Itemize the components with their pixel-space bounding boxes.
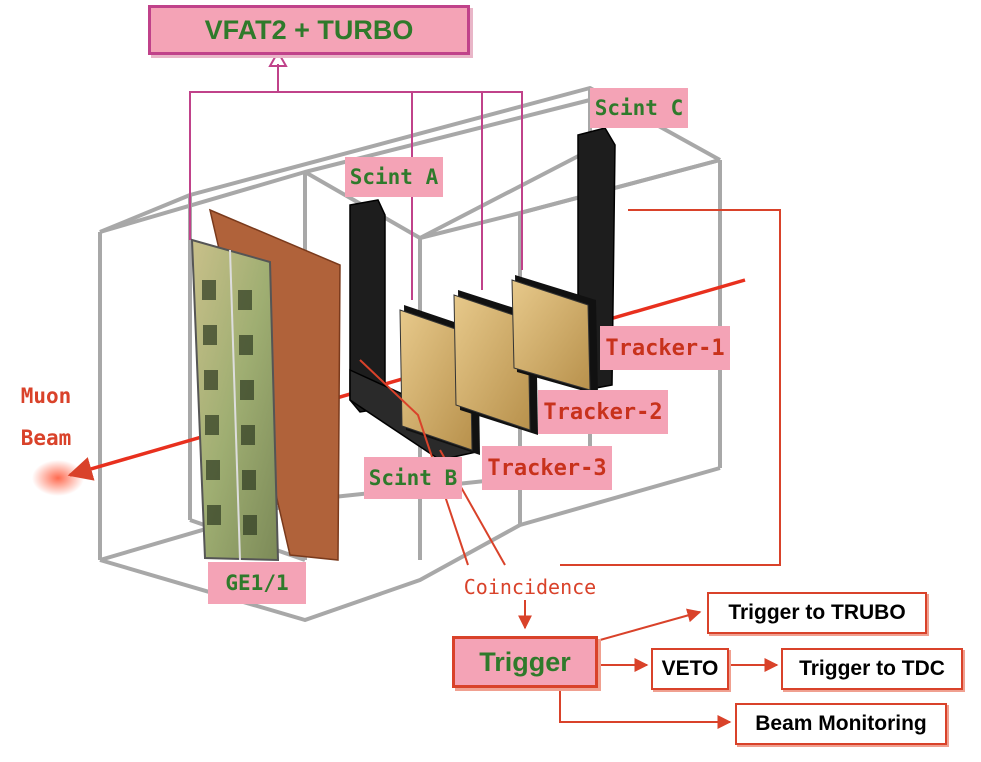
scint-a-label: Scint A — [345, 157, 443, 197]
ge11-label: GE1/1 — [208, 562, 306, 604]
vfat2-turbo-box: VFAT2 + TURBO — [148, 5, 470, 55]
trigger-to-trubo-box: Trigger to TRUBO — [707, 592, 927, 634]
ge11-chamber — [190, 208, 341, 562]
scint-c-label: Scint C — [590, 88, 688, 128]
tracker-1-board — [511, 275, 598, 395]
beam-label: Beam — [20, 426, 72, 450]
tracker-3-label: Tracker-3 — [482, 446, 612, 490]
coincidence-label: Coincidence — [463, 575, 597, 599]
trigger-label: Trigger — [479, 646, 571, 677]
tracker-1-label: Tracker-1 — [600, 326, 730, 370]
trigger-to-tdc-box: Trigger to TDC — [781, 648, 963, 690]
veto-box: VETO — [651, 648, 729, 690]
scint-b-label: Scint B — [364, 457, 462, 499]
trigger-box: Trigger — [452, 636, 598, 688]
muon-label: Muon — [20, 384, 72, 408]
tracker-2-label: Tracker-2 — [538, 390, 668, 434]
vfat2-turbo-label: VFAT2 + TURBO — [204, 14, 414, 45]
beam-monitoring-box: Beam Monitoring — [735, 703, 947, 745]
